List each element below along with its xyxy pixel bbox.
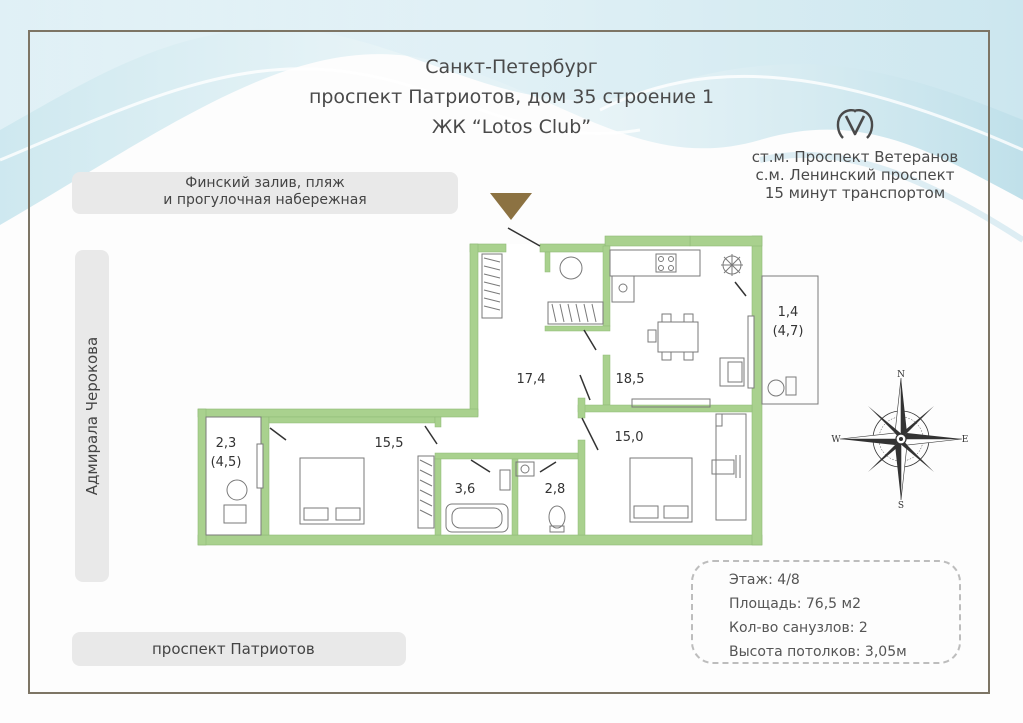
balcony-left	[205, 416, 264, 536]
bay-line-1: Финский залив, пляж	[185, 175, 345, 191]
label-balcony-left-total: (4,5)	[211, 455, 242, 470]
info-bathrooms: Кол-во санузлов: 2	[729, 620, 868, 636]
apartment-info-box: Этаж: 4/8 Площадь: 76,5 м2 Кол-во санузл…	[691, 560, 961, 664]
info-area: Площадь: 76,5 м2	[729, 596, 861, 612]
outer-walls	[197, 235, 763, 546]
compass-n: N	[897, 370, 905, 380]
apartment-floor	[198, 244, 762, 545]
bottom-street-label: проспект Патриотов	[72, 632, 406, 666]
info-floor: Этаж: 4/8	[729, 572, 800, 588]
metro-logo-icon	[836, 108, 874, 139]
bay-street-label: Финский залив, пляж и прогулочная набере…	[72, 172, 458, 214]
side-street-label: Адмирала Черокова	[75, 250, 109, 582]
label-bedroom-right: 15,0	[615, 430, 644, 445]
bay-line-2: и прогулочная набережная	[163, 192, 367, 208]
compass-s: S	[898, 501, 904, 511]
metro-line-2: с.м. Ленинский проспект	[755, 166, 955, 184]
label-balcony-left-area: 2,3	[216, 436, 237, 451]
compass-e: E	[962, 435, 969, 445]
label-kitchen: 18,5	[616, 372, 645, 387]
label-bathroom: 3,6	[455, 482, 476, 497]
address-line: проспект Патриотов, дом 35 строение 1	[308, 86, 715, 108]
doors	[269, 227, 747, 473]
header: Санкт-Петербург проспект Патриотов, дом …	[0, 52, 1023, 142]
compass-w: W	[831, 435, 841, 445]
label-wc: 2,8	[545, 482, 566, 497]
balcony-right	[747, 275, 819, 405]
metro-line-3: 15 минут транспортом	[764, 184, 946, 202]
furniture	[299, 249, 747, 533]
label-balcony-right-area: 1,4	[778, 305, 799, 320]
metro-line-1: ст.м. Проспект Ветеранов	[751, 148, 959, 166]
inner-walls	[268, 245, 753, 536]
compass-rose-icon: N S W E	[831, 370, 969, 511]
label-bedroom-left: 15,5	[375, 436, 404, 451]
bottom-street-name: проспект Патриотов	[152, 640, 315, 658]
info-ceiling: Высота потолков: 3,05м	[729, 644, 907, 660]
metro-info: ст.м. Проспект Ветеранов с.м. Ленинский …	[735, 108, 975, 202]
label-balcony-right-total: (4,7)	[773, 324, 804, 339]
complex-name: ЖК “Lotos Club”	[431, 116, 592, 138]
label-hall: 17,4	[517, 372, 546, 387]
city-title: Санкт-Петербург	[425, 56, 598, 78]
entrance-marker-icon	[490, 193, 532, 220]
